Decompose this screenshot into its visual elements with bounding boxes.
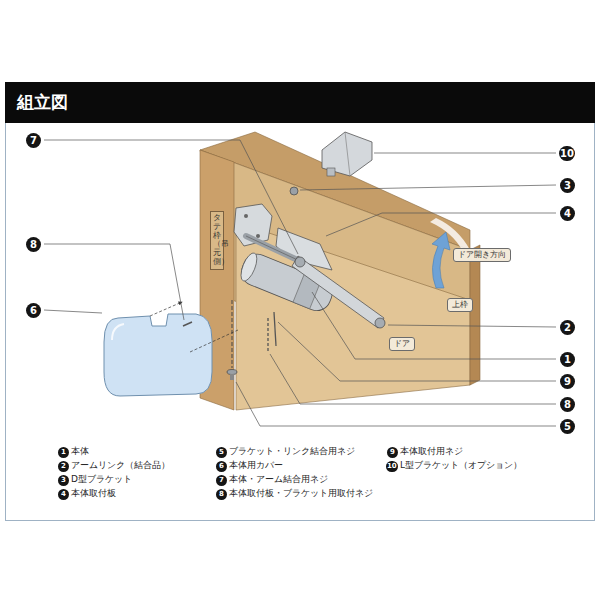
door-label-box: ドア — [389, 337, 415, 351]
part-name: ブラケット・リンク結合用ネジ — [229, 447, 355, 457]
part-number: 8 — [216, 489, 227, 500]
callout-number: 2 — [560, 320, 575, 335]
frame-label-box: 上枠 — [447, 298, 473, 312]
part-name: 本体取付用ネジ — [400, 447, 463, 457]
part-name: 本体・アーム結合用ネジ — [229, 475, 328, 485]
part-number: 3 — [58, 475, 69, 486]
direction-label-box: ドア開き方向 — [453, 248, 511, 262]
part-name: アームリンク（結合品） — [71, 461, 170, 471]
node-text: ドア — [394, 339, 410, 349]
callout-number: 1 — [560, 352, 575, 367]
part-number: 1 — [58, 447, 69, 458]
callout-number: 5 — [560, 419, 575, 434]
header-bar — [5, 82, 595, 123]
node-text: 上枠 — [452, 300, 468, 310]
part-number: 5 — [216, 447, 227, 458]
part-name: L型ブラケット（オプション） — [400, 461, 522, 471]
part-name: 本体取付板 — [71, 489, 116, 499]
part-number: 10 — [386, 461, 398, 472]
part-number: 9 — [387, 447, 398, 458]
frame-label-box: タテ枠（吊元側） — [210, 211, 224, 270]
part-number: 4 — [58, 489, 69, 500]
part-name: D型ブラケット — [71, 475, 132, 485]
part-name: 本体取付板・ブラケット用取付ネジ — [229, 489, 373, 499]
node-text: タテ枠（吊元側） — [213, 214, 221, 267]
part-number: 7 — [216, 475, 227, 486]
callout-number: 4 — [560, 206, 575, 221]
part-name: 本体用カバー — [229, 461, 283, 471]
part-number: 6 — [216, 461, 227, 472]
part-number: 2 — [58, 461, 69, 472]
part-name: 本体 — [71, 447, 89, 457]
callout-number: 10 — [559, 146, 575, 161]
callout-number: 7 — [26, 133, 41, 148]
callout-number: 8 — [26, 237, 41, 252]
node-text: ドア開き方向 — [458, 250, 506, 260]
callout-number: 8 — [560, 397, 575, 412]
title-text: 組立図 — [17, 94, 68, 111]
callout-number: 3 — [560, 178, 575, 193]
callout-number: 9 — [560, 374, 575, 389]
callout-number: 6 — [26, 303, 41, 318]
